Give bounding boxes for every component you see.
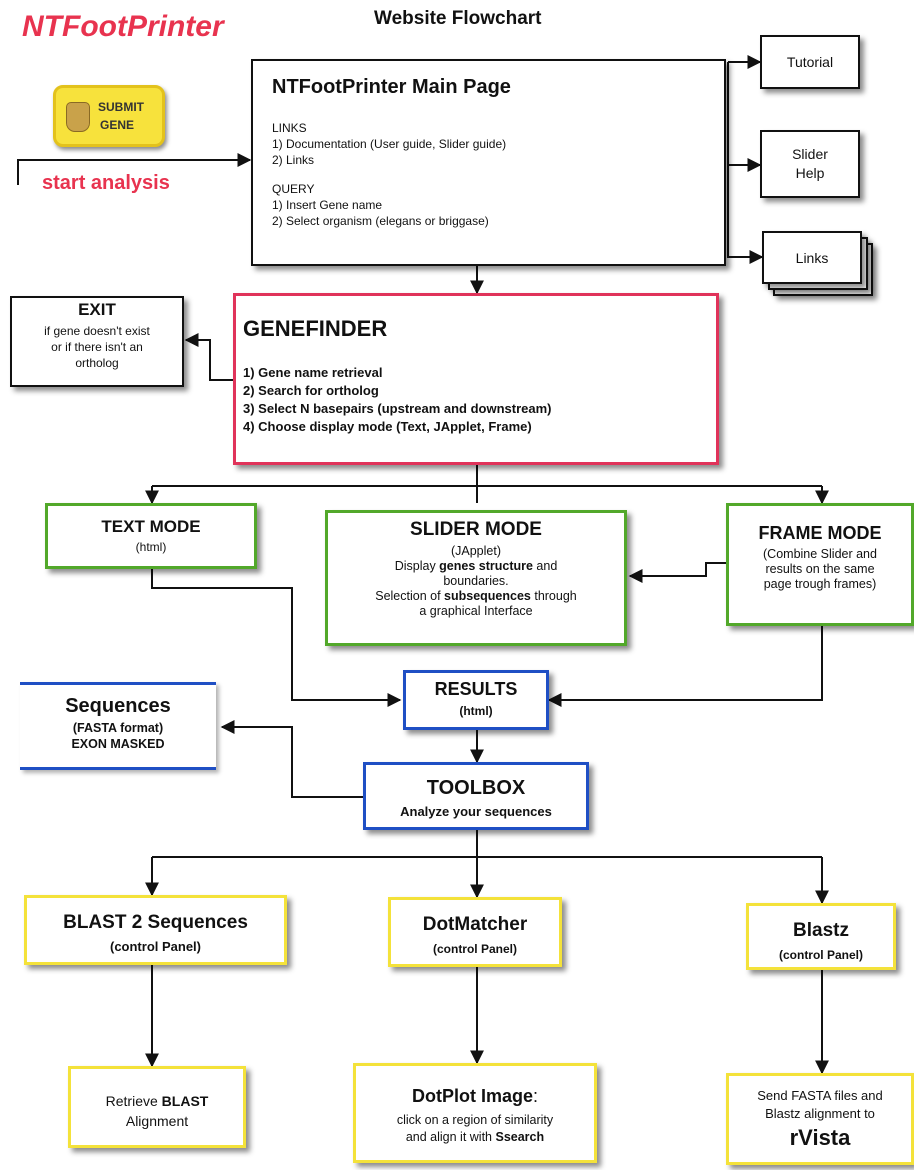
links-box[interactable]: Links xyxy=(762,231,862,284)
arrow-text-to-results xyxy=(151,569,402,707)
genefinder-step: 3) Select N basepairs (upstream and down… xyxy=(243,401,552,416)
arrow-frame-to-slider xyxy=(628,562,726,583)
dotplot-title-line: DotPlot Image: xyxy=(356,1086,594,1107)
slider-mode-line1: Display genes structure and xyxy=(328,559,624,573)
arrow-start-to-main xyxy=(17,153,252,185)
slider-mode-emph: genes structure xyxy=(439,559,533,573)
slider-mode-text: through xyxy=(530,589,577,603)
frame-mode-line: results on the same xyxy=(765,562,875,576)
dotmatcher-box[interactable]: DotMatcher (control Panel) xyxy=(388,897,562,967)
query-item: 2) Select organism (elegans or briggase) xyxy=(272,214,489,228)
arrow-main-to-help xyxy=(727,62,762,172)
blast-title: BLAST 2 Sequences xyxy=(63,912,248,933)
text-mode-title: TEXT MODE xyxy=(101,517,201,536)
sequences-sub2: EXON MASKED xyxy=(71,737,165,751)
genefinder-step: 2) Search for ortholog xyxy=(243,383,379,398)
results-title: RESULTS xyxy=(434,679,518,699)
exit-title: EXIT xyxy=(78,300,116,319)
sequences-box: Sequences (FASTA format) EXON MASKED xyxy=(20,682,216,770)
blastz-box[interactable]: Blastz (control Panel) xyxy=(746,903,896,970)
slider-help-line1: Slider xyxy=(792,146,828,162)
blast-box[interactable]: BLAST 2 Sequences (control Panel) xyxy=(24,895,287,965)
sequences-sub1: (FASTA format) xyxy=(72,721,164,735)
results-sub: (html) xyxy=(459,704,493,718)
rvista-line1: Send FASTA files and xyxy=(757,1088,883,1103)
slider-mode-text: and xyxy=(532,559,558,573)
slider-mode-text: Display xyxy=(394,559,440,573)
exit-line: or if there isn't an xyxy=(51,340,143,354)
slider-mode-emph: subsequences xyxy=(444,589,531,603)
slider-mode-line3: Selection of subsequences through xyxy=(328,589,624,603)
retrieve-line1: Retrieve BLAST xyxy=(71,1093,243,1109)
submit-gene-button[interactable]: SUBMIT GENE xyxy=(53,85,165,147)
arrow-genefinder-to-exit xyxy=(184,333,233,381)
genefinder-title: GENEFINDER xyxy=(243,316,388,341)
exit-box: EXIT if gene doesn't exist or if there i… xyxy=(10,296,184,387)
blast-sub: (control Panel) xyxy=(109,939,201,954)
main-page-box: NTFootPrinter Main Page LINKS 1) Documen… xyxy=(251,59,726,266)
query-item: 1) Insert Gene name xyxy=(272,198,383,212)
toolbox-sub: Analyze your sequences xyxy=(400,804,552,819)
slider-mode-sub: (JApplet) xyxy=(450,544,502,558)
sequences-title: Sequences xyxy=(65,695,171,717)
dotplot-line1: click on a region of similarity xyxy=(396,1113,554,1127)
blastz-sub: (control Panel) xyxy=(778,948,863,962)
rvista-line2: Blastz alignment to xyxy=(765,1106,875,1121)
page-title: Website Flowchart xyxy=(374,8,542,29)
links-item: 2) Links xyxy=(272,153,315,167)
dotmatcher-sub: (control Panel) xyxy=(432,942,517,956)
tutorial-box[interactable]: Tutorial xyxy=(760,35,860,89)
dotplot-colon: : xyxy=(533,1086,539,1106)
query-heading: QUERY xyxy=(272,182,315,196)
gene-icon xyxy=(66,102,90,132)
retrieve-line2: Alignment xyxy=(125,1113,189,1129)
slider-help-line2: Help xyxy=(795,165,825,181)
arrow-frame-to-results xyxy=(547,626,823,707)
retrieve-blast-box: Retrieve BLAST Alignment xyxy=(68,1066,246,1148)
dotmatcher-title: DotMatcher xyxy=(422,914,528,935)
slider-mode-text: Selection of xyxy=(375,589,445,603)
blastz-title: Blastz xyxy=(793,920,849,941)
genefinder-step: 4) Choose display mode (Text, JApplet, F… xyxy=(243,419,532,434)
links-label: Links xyxy=(795,250,829,266)
links-item: 1) Documentation (User guide, Slider gui… xyxy=(272,137,507,151)
retrieve-text: Retrieve xyxy=(105,1093,162,1109)
results-box: RESULTS (html) xyxy=(403,670,549,730)
rvista-title: rVista xyxy=(789,1125,851,1150)
submit-label-line2: GENE xyxy=(100,118,135,132)
links-heading: LINKS xyxy=(272,121,307,135)
retrieve-emph: BLAST xyxy=(161,1093,209,1109)
genefinder-step: 1) Gene name retrieval xyxy=(243,365,383,380)
arrow-toolbox-to-sequences xyxy=(220,720,363,798)
text-mode-box: TEXT MODE (html) xyxy=(45,503,257,569)
tutorial-label: Tutorial xyxy=(786,54,834,70)
dotplot-line2: and align it with Ssearch xyxy=(356,1130,594,1144)
frame-mode-line: page trough frames) xyxy=(763,577,877,591)
dotplot-text: and align it with xyxy=(405,1130,496,1144)
rvista-box: Send FASTA files and Blastz alignment to… xyxy=(726,1073,914,1165)
exit-line: ortholog xyxy=(75,356,119,370)
frame-mode-title: FRAME MODE xyxy=(758,523,882,543)
submit-label-line1: SUBMIT xyxy=(98,100,144,114)
dotplot-title: DotPlot Image xyxy=(411,1086,533,1106)
frame-mode-box: FRAME MODE (Combine Slider and results o… xyxy=(726,503,914,626)
frame-mode-line: (Combine Slider and xyxy=(763,547,877,561)
slider-mode-title: SLIDER MODE xyxy=(410,519,542,540)
slider-mode-box: SLIDER MODE (JApplet) Display genes stru… xyxy=(325,510,627,646)
text-mode-sub: (html) xyxy=(135,540,167,554)
exit-line: if gene doesn't exist xyxy=(44,324,150,338)
dotplot-emph: Ssearch xyxy=(495,1130,545,1144)
genefinder-box: GENEFINDER 1) Gene name retrieval 2) Sea… xyxy=(233,293,719,465)
dotplot-box: DotPlot Image: click on a region of simi… xyxy=(353,1063,597,1163)
slider-mode-line2: boundaries. xyxy=(443,574,509,588)
app-title: NTFootPrinter xyxy=(22,10,224,43)
slider-mode-line4: a graphical Interface xyxy=(419,604,533,618)
arrow-main-to-links xyxy=(727,165,764,264)
main-page-title: NTFootPrinter Main Page xyxy=(272,76,511,98)
toolbox-title: TOOLBOX xyxy=(426,777,526,799)
slider-help-box[interactable]: Slider Help xyxy=(760,130,860,198)
toolbox-box: TOOLBOX Analyze your sequences xyxy=(363,762,589,830)
start-analysis-label: start analysis xyxy=(42,172,170,194)
